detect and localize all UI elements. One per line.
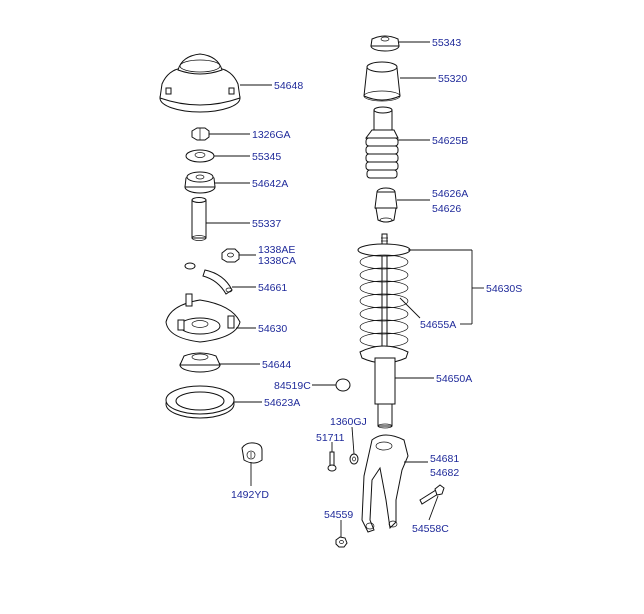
part-54623A-ring[interactable] [165, 385, 235, 419]
label-54623A[interactable]: 54623A [264, 397, 300, 409]
part-54626-bump-stop[interactable] [374, 187, 398, 223]
part-1492YD-cap[interactable] [241, 442, 263, 464]
part-54648-strut-mount[interactable] [159, 53, 241, 113]
label-54650A[interactable]: 54650A [436, 373, 472, 385]
leader-lines [206, 41, 484, 537]
label-55337[interactable]: 55337 [252, 218, 281, 230]
label-84519C[interactable]: 84519C [274, 380, 311, 392]
label-1360GJ[interactable]: 1360GJ [330, 416, 367, 428]
part-54630S-strut-assembly[interactable] [357, 233, 411, 429]
label-55343[interactable]: 55343 [432, 37, 461, 49]
label-1338CA[interactable]: 1338CA [258, 255, 296, 267]
label-54642A[interactable]: 54642A [252, 178, 288, 190]
label-55345[interactable]: 55345 [252, 151, 281, 163]
label-54559[interactable]: 54559 [324, 509, 353, 521]
part-54681-fork[interactable] [361, 434, 409, 533]
part-55337-spacer-tube[interactable] [191, 197, 207, 241]
label-54682[interactable]: 54682 [430, 467, 459, 479]
label-54681[interactable]: 54681 [430, 453, 459, 465]
label-54626A[interactable]: 54626A [432, 188, 468, 200]
label-54644[interactable]: 54644 [262, 359, 291, 371]
part-54558C-bolt[interactable] [419, 484, 445, 505]
part-1338-flange-nut[interactable] [221, 248, 240, 263]
part-1360GJ-nut[interactable] [349, 453, 359, 465]
label-55320[interactable]: 55320 [438, 73, 467, 85]
label-1338AE[interactable]: 1338AE [258, 244, 295, 256]
label-1492YD[interactable]: 1492YD [231, 489, 269, 501]
part-55345-washer[interactable] [185, 149, 215, 163]
part-54559-nut[interactable] [335, 536, 348, 548]
part-54630-spring-seat[interactable] [165, 293, 241, 343]
label-54661[interactable]: 54661 [258, 282, 287, 294]
label-54625B[interactable]: 54625B [432, 135, 468, 147]
part-54644-seat[interactable] [179, 352, 221, 373]
part-54661-bracket[interactable] [184, 262, 233, 295]
label-1326GA[interactable]: 1326GA [252, 129, 291, 141]
label-54648[interactable]: 54648 [274, 80, 303, 92]
label-51711[interactable]: 51711 [316, 432, 345, 444]
label-54558C[interactable]: 54558C [412, 523, 449, 535]
label-54626[interactable]: 54626 [432, 203, 461, 215]
part-55320-dust-cover[interactable] [363, 61, 401, 102]
part-55343-cap[interactable] [370, 35, 400, 52]
label-54630S[interactable]: 54630S [486, 283, 522, 295]
label-54630[interactable]: 54630 [258, 323, 287, 335]
part-51711-bolt[interactable] [327, 451, 337, 472]
label-54655A[interactable]: 54655A [420, 319, 456, 331]
part-54642A-bushing[interactable] [184, 171, 216, 194]
part-54625B-boot[interactable] [365, 106, 399, 179]
part-1326GA-nut[interactable] [191, 127, 210, 141]
part-84519C-disc[interactable] [335, 378, 351, 392]
